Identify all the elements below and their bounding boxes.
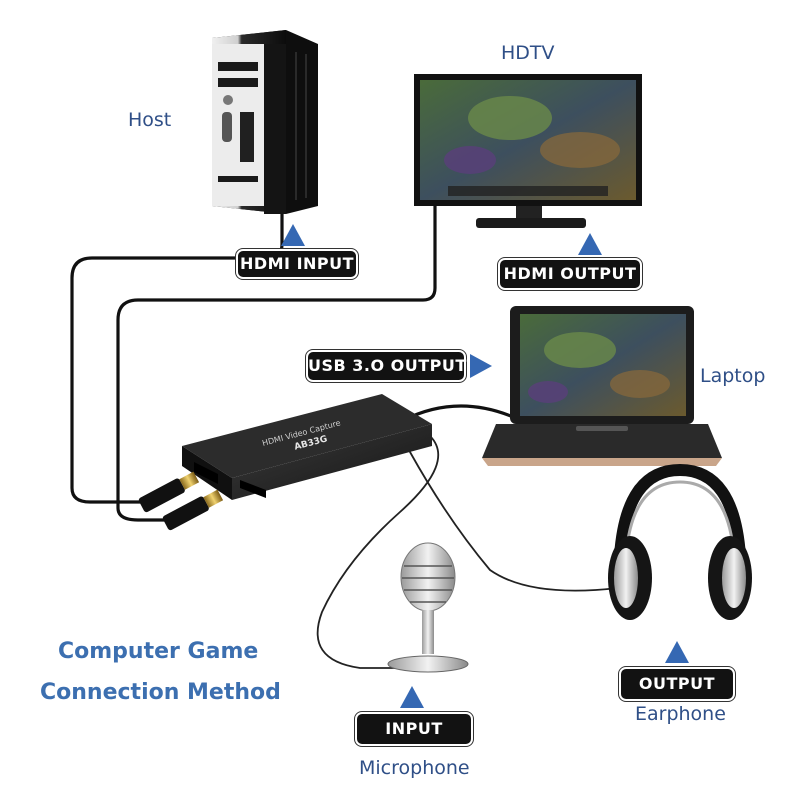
laptop-computer (482, 306, 722, 466)
cable-hdtv-hdmi (116, 204, 437, 522)
diagram-title-line1: Computer Game (58, 639, 259, 664)
hdmi-input-arrow-icon (281, 224, 305, 246)
host-computer (212, 30, 318, 214)
mic-input-arrow-icon (400, 686, 424, 708)
laptop-label: Laptop (700, 365, 766, 387)
microphone-device (387, 542, 469, 673)
hdmi-output-arrow-icon (578, 233, 602, 255)
cable-microphone (316, 435, 439, 669)
hdmi-output-badge: HDMI OUTPUT (498, 258, 642, 290)
headphones-device (608, 463, 752, 620)
hdtv-label: HDTV (501, 42, 555, 64)
capture-device: HDMI Video Capture AB33G (182, 394, 432, 500)
usb-output-badge: USB 3.O OUTPUT (306, 350, 466, 382)
cable-earphone (409, 451, 619, 592)
hdtv-monitor (414, 74, 642, 228)
earphone-output-arrow-icon (665, 641, 689, 663)
earphone-output-badge: OUTPUT (619, 667, 735, 701)
host-label: Host (128, 109, 172, 131)
microphone-label: Microphone (359, 757, 470, 779)
hdmi-input-badge: HDMI INPUT (236, 249, 358, 279)
earphone-label: Earphone (635, 703, 726, 725)
cable-usb-laptop (402, 404, 522, 422)
diagram-title-line2: Connection Method (40, 680, 281, 705)
hdmi-plugs (138, 471, 224, 531)
mic-input-badge: INPUT (355, 712, 473, 746)
usb-output-arrow-icon (470, 354, 492, 378)
